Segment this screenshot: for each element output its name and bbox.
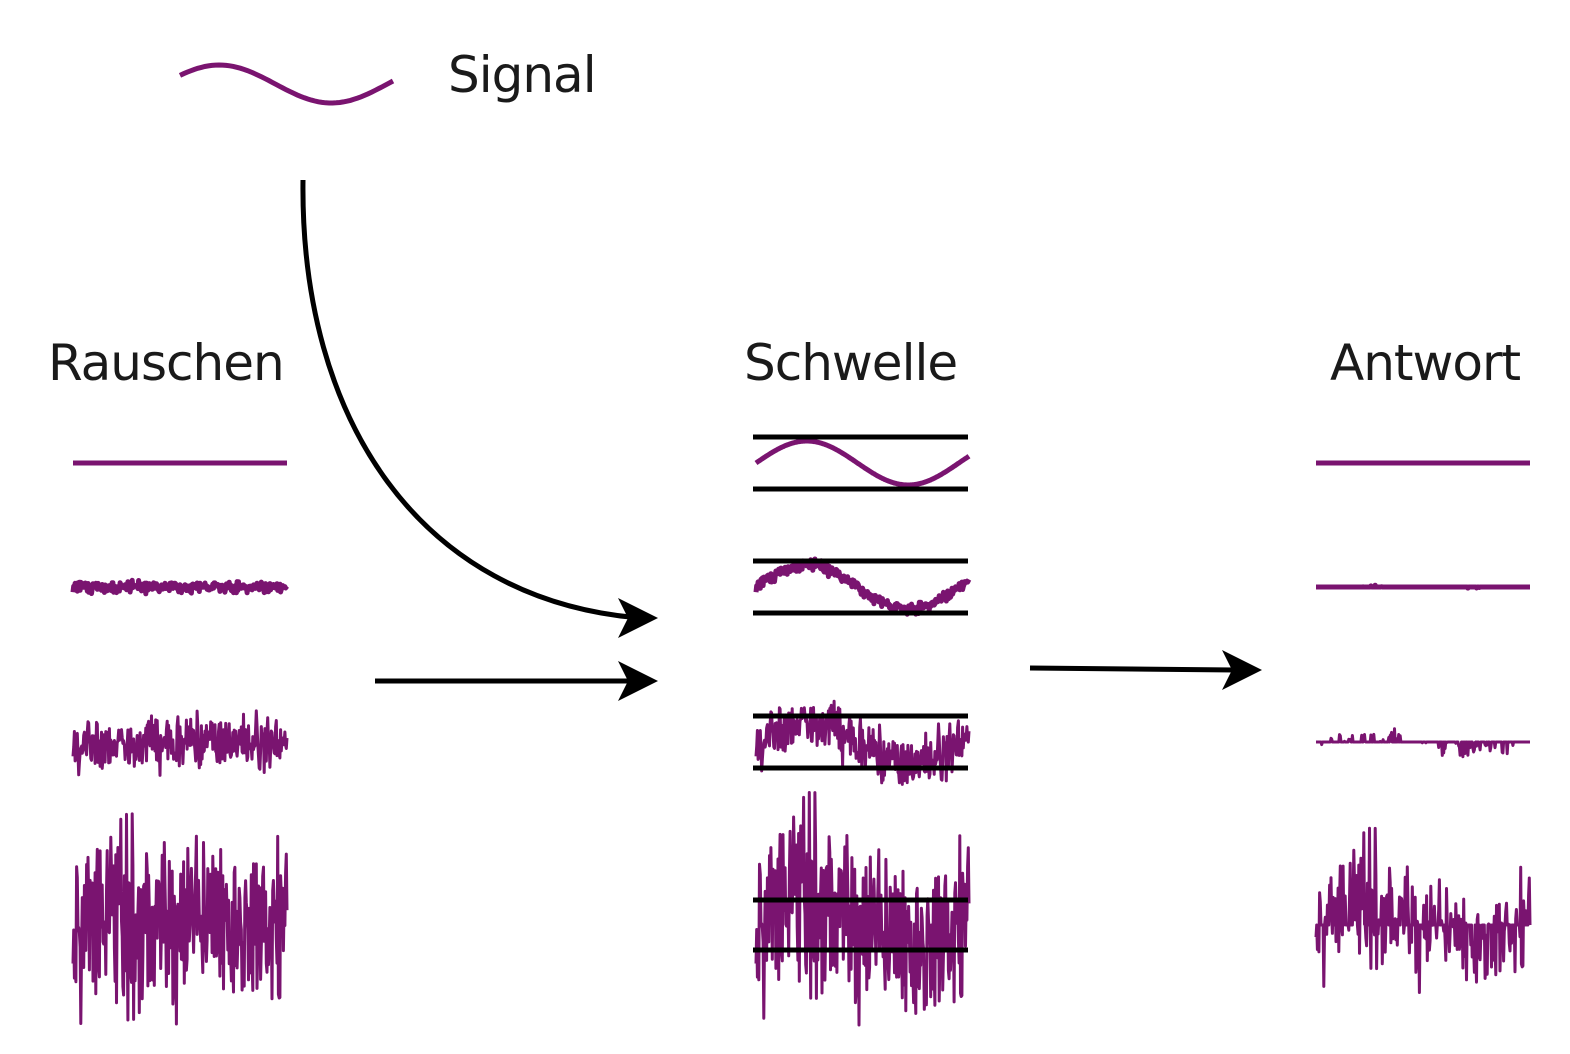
arrowhead-response — [1222, 650, 1262, 690]
column-title-noise: Rauschen — [48, 334, 285, 392]
response-trace-3 — [1315, 727, 1531, 759]
signal-plus-noise-trace-3 — [754, 699, 971, 786]
column-title-threshold: Schwelle — [744, 334, 958, 392]
signal-legend-icon — [178, 62, 395, 106]
arrowhead-curved — [618, 598, 658, 638]
noise-trace-4 — [71, 812, 289, 1026]
signal-plus-noise-trace-2 — [753, 556, 972, 617]
response-trace-2 — [1314, 582, 1532, 591]
signal-plus-noise-trace-1 — [754, 438, 971, 488]
arrowhead-noise — [618, 661, 658, 701]
noise-trace-2 — [70, 577, 289, 597]
signal-to-threshold-arrow — [300, 179, 641, 621]
signal-legend-label: Signal — [448, 46, 597, 104]
signal-plus-noise-trace-4 — [754, 791, 971, 1027]
column-title-response: Antwort — [1330, 334, 1521, 392]
threshold-to-response-arrow — [1029, 665, 1236, 673]
response-trace-4 — [1314, 826, 1532, 994]
noise-trace-3 — [71, 709, 289, 777]
